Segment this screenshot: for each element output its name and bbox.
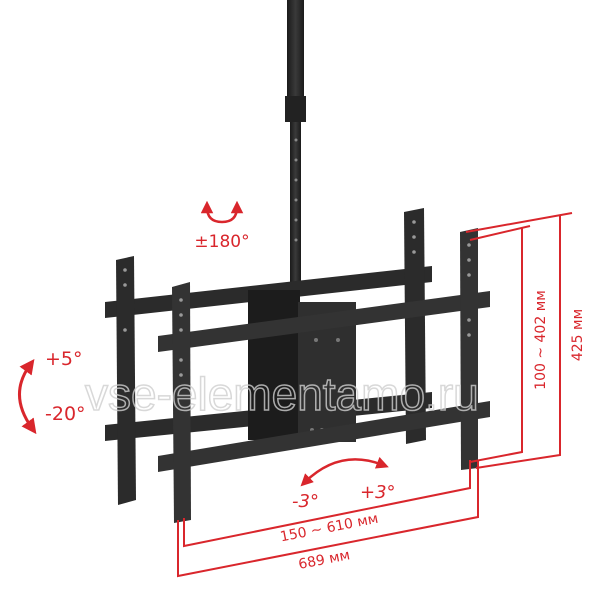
swivel-arrow-icon — [300, 456, 389, 487]
vertical-range-label: 100 ~ 402 мм — [533, 290, 549, 390]
watermark: vse-elementamo.ru — [85, 368, 479, 420]
tilt-annotation: +5° -20° — [18, 348, 86, 435]
swivel-right-label: +3° — [360, 482, 396, 503]
front-tv-frame — [123, 220, 490, 523]
vertical-total-label: 425 мм — [570, 309, 586, 361]
tilt-arrow-icon — [18, 358, 37, 435]
tilt-up-label: +5° — [45, 348, 83, 370]
ceiling-pole — [285, 0, 306, 292]
rotate-arrow-icon — [200, 200, 244, 224]
rotation-label: ±180° — [194, 232, 249, 252]
rotation-annotation: ±180° — [194, 200, 250, 252]
swivel-left-label: -3° — [292, 491, 319, 512]
vertical-dimensions — [465, 212, 573, 469]
horizontal-dimensions — [177, 460, 479, 578]
tilt-down-label: -20° — [45, 403, 86, 425]
swivel-annotation: -3° +3° — [292, 456, 396, 512]
